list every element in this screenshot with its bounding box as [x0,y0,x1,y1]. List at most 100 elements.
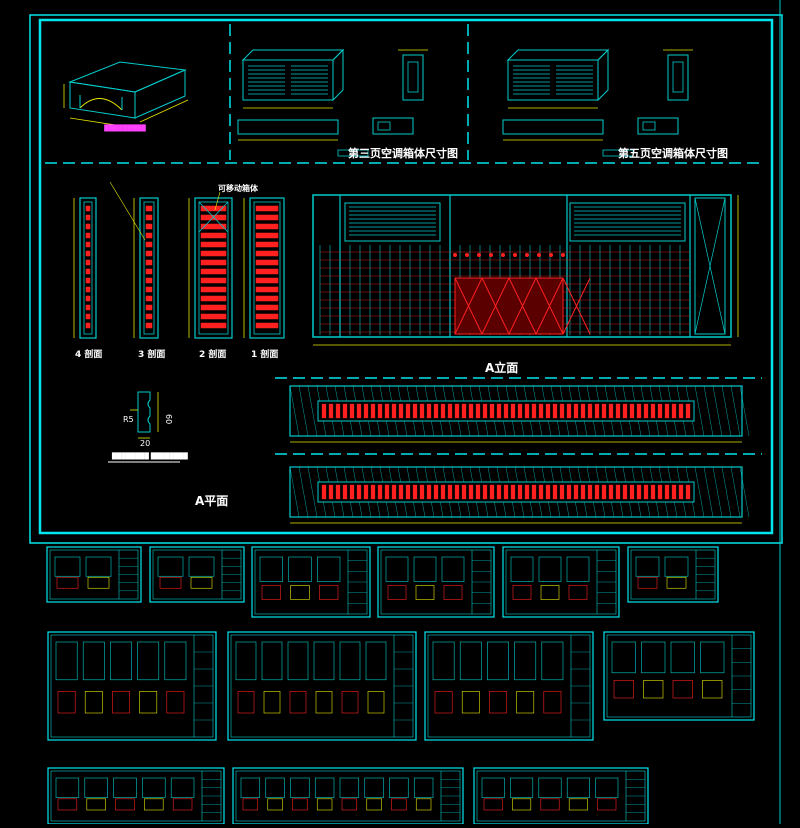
thumb-part-red [672,680,693,699]
bottle [363,484,369,500]
bottle [573,484,579,500]
thumb-part-yellow [190,576,213,589]
bottle-slot [255,250,279,257]
elevation-label: A立面 [485,360,518,375]
bottle [321,403,327,419]
bottle [678,403,684,419]
thumb-part [339,777,360,798]
profile-height-label: 60 [164,414,173,424]
ac-detail-inner [377,121,391,131]
bottle [650,484,656,500]
bottle-slot [255,268,279,275]
ac-detail-inner [642,121,656,131]
ac-detail-box [372,117,414,135]
wine-lattice-panel [454,277,564,335]
thumb-part-yellow [315,691,333,714]
bottle [566,403,572,419]
section-inner [83,201,93,335]
bottle [335,403,341,419]
ac-box-side [597,48,609,102]
thumb-part-red [159,576,182,589]
bottle-dot [465,253,469,257]
thumb-part [288,556,312,582]
bottle [587,484,593,500]
bottle-slot [145,223,153,230]
bottle [363,403,369,419]
plan-outline [289,385,743,437]
thumb-part-red [112,691,130,714]
bottle [580,484,586,500]
thumb-part-red [597,798,617,811]
bottle [510,403,516,419]
thumb-part [510,556,534,582]
bottle-dot [561,253,565,257]
thumb-part-yellow [415,585,435,600]
bottle [608,484,614,500]
bottle-slot [85,232,91,239]
thumb-part-red [292,798,308,811]
bottle-dot [489,253,493,257]
bottle-slot [255,223,279,230]
thumb-part [432,641,455,681]
bottle [524,403,530,419]
thumbnail-frame [227,631,417,741]
bottle [405,403,411,419]
bottle [412,403,418,419]
bottle [482,484,488,500]
thumb-part [261,641,283,681]
profile-width-label: 20 [140,439,150,448]
bottle [447,484,453,500]
plan-hatch [730,466,741,518]
thumb-part-yellow [643,680,664,699]
thumb-part [487,641,509,681]
thumb-part-yellow [540,585,560,600]
section-label-3: 3 剖面 [138,348,165,360]
thumb-part-red [637,576,658,589]
plan-hatch [721,466,732,518]
lattice-line [535,277,564,335]
thumb-part [164,641,187,681]
thumb-part [170,777,195,798]
lattice-line [508,277,537,335]
bottle [356,484,362,500]
bottle-slot [145,205,153,212]
bottle-slot [85,268,91,275]
bottle [468,484,474,500]
bottle [573,403,579,419]
plan-hatch [739,466,750,518]
thumb-part-red [568,585,588,600]
bottle-slot [145,241,153,248]
ac3-title: 第三页空调箱体尺寸图 [348,146,458,160]
bottle [685,403,691,419]
plan-hatch [694,385,705,437]
bottle [405,484,411,500]
bottle [489,403,495,419]
thumb-part [641,641,666,674]
bottle-slot [200,295,227,302]
thumb-part-red [57,691,76,714]
ac-box-side [332,48,344,102]
bottle [496,403,502,419]
thumbnail-frame [149,546,245,603]
plan-hatch [289,466,300,518]
bottle-slot [255,205,279,212]
thumb-part-yellow [568,798,588,811]
bottle [545,484,551,500]
bottle [489,484,495,500]
thumb-part-yellow [516,691,535,714]
section-label-4: 4 剖面 [75,348,102,360]
thumbnail-frame [46,546,142,603]
bottle [335,484,341,500]
bottle-slot [85,286,91,293]
iso-box-drawing [63,61,189,129]
bottle [447,403,453,419]
plan-hatch [289,385,300,437]
section-inner [198,201,229,335]
thumb-part [441,556,465,582]
dashed-dividers [45,24,765,455]
bottle-slot [200,232,227,239]
thumb-part [55,777,80,798]
ac5-title: 第五页空调箱体尺寸图 [618,146,728,160]
bottle [328,484,334,500]
